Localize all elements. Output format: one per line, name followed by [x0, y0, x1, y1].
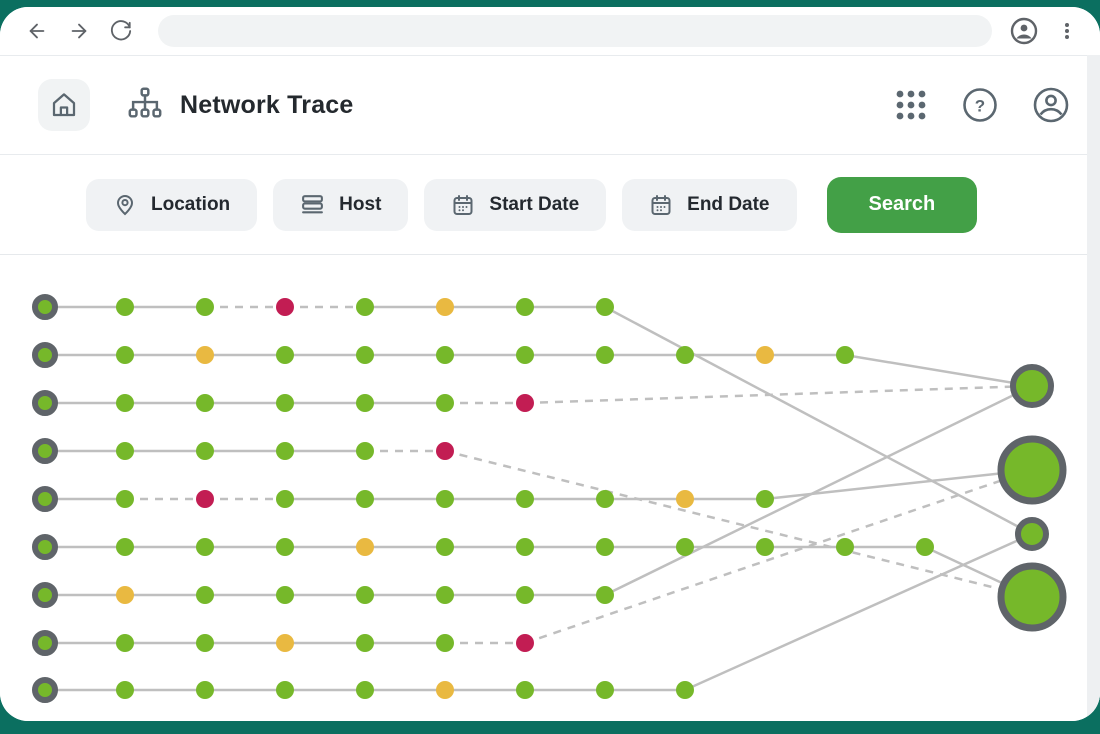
page-title: Network Trace — [180, 90, 354, 119]
address-bar[interactable] — [158, 15, 992, 47]
target-node-A[interactable] — [1010, 364, 1054, 408]
search-button[interactable]: Search — [826, 176, 978, 233]
filter-label: Host — [339, 193, 382, 215]
filter-label: Location — [151, 193, 231, 215]
apps-grid-icon[interactable] — [894, 88, 928, 122]
target-node-B[interactable] — [997, 435, 1067, 505]
filter-end-date-button[interactable]: End Date — [622, 178, 797, 231]
trace-graph[interactable] — [0, 255, 1100, 721]
server-icon — [302, 195, 324, 214]
forward-arrow-icon — [71, 23, 87, 39]
calendar-icon — [651, 194, 671, 215]
reload-icon — [111, 20, 132, 41]
browser-profile-icon[interactable] — [1010, 17, 1038, 45]
target-node-C[interactable] — [1015, 517, 1049, 551]
forward-button[interactable] — [66, 18, 92, 44]
profile-icon[interactable] — [1032, 86, 1070, 124]
filter-host-button[interactable]: Host — [273, 178, 409, 231]
app-window: Network Trace ? — [0, 7, 1100, 721]
home-icon — [52, 93, 76, 117]
reload-button[interactable] — [108, 18, 134, 44]
network-tree-icon — [126, 84, 164, 127]
back-button[interactable] — [24, 18, 50, 44]
back-arrow-icon — [29, 23, 45, 39]
location-pin-icon — [116, 194, 134, 215]
filter-label: Start Date — [489, 193, 580, 215]
calendar-icon — [453, 194, 473, 215]
filter-start-date-button[interactable]: Start Date — [424, 178, 607, 231]
help-icon[interactable]: ? — [962, 87, 998, 123]
home-button[interactable] — [38, 79, 90, 131]
filter-location-button[interactable]: Location — [86, 178, 258, 231]
target-node-D[interactable] — [997, 562, 1067, 632]
scrollbar-track[interactable] — [1087, 55, 1100, 721]
filter-label: End Date — [687, 193, 770, 215]
browser-toolbar — [0, 7, 1100, 56]
filter-bar: Location Host Start Date — [0, 155, 1100, 255]
app-header: Network Trace ? — [0, 56, 1100, 155]
svg-text:?: ? — [975, 97, 985, 116]
network-trace-visualization — [0, 55, 1100, 721]
browser-menu-icon[interactable] — [1056, 20, 1078, 42]
